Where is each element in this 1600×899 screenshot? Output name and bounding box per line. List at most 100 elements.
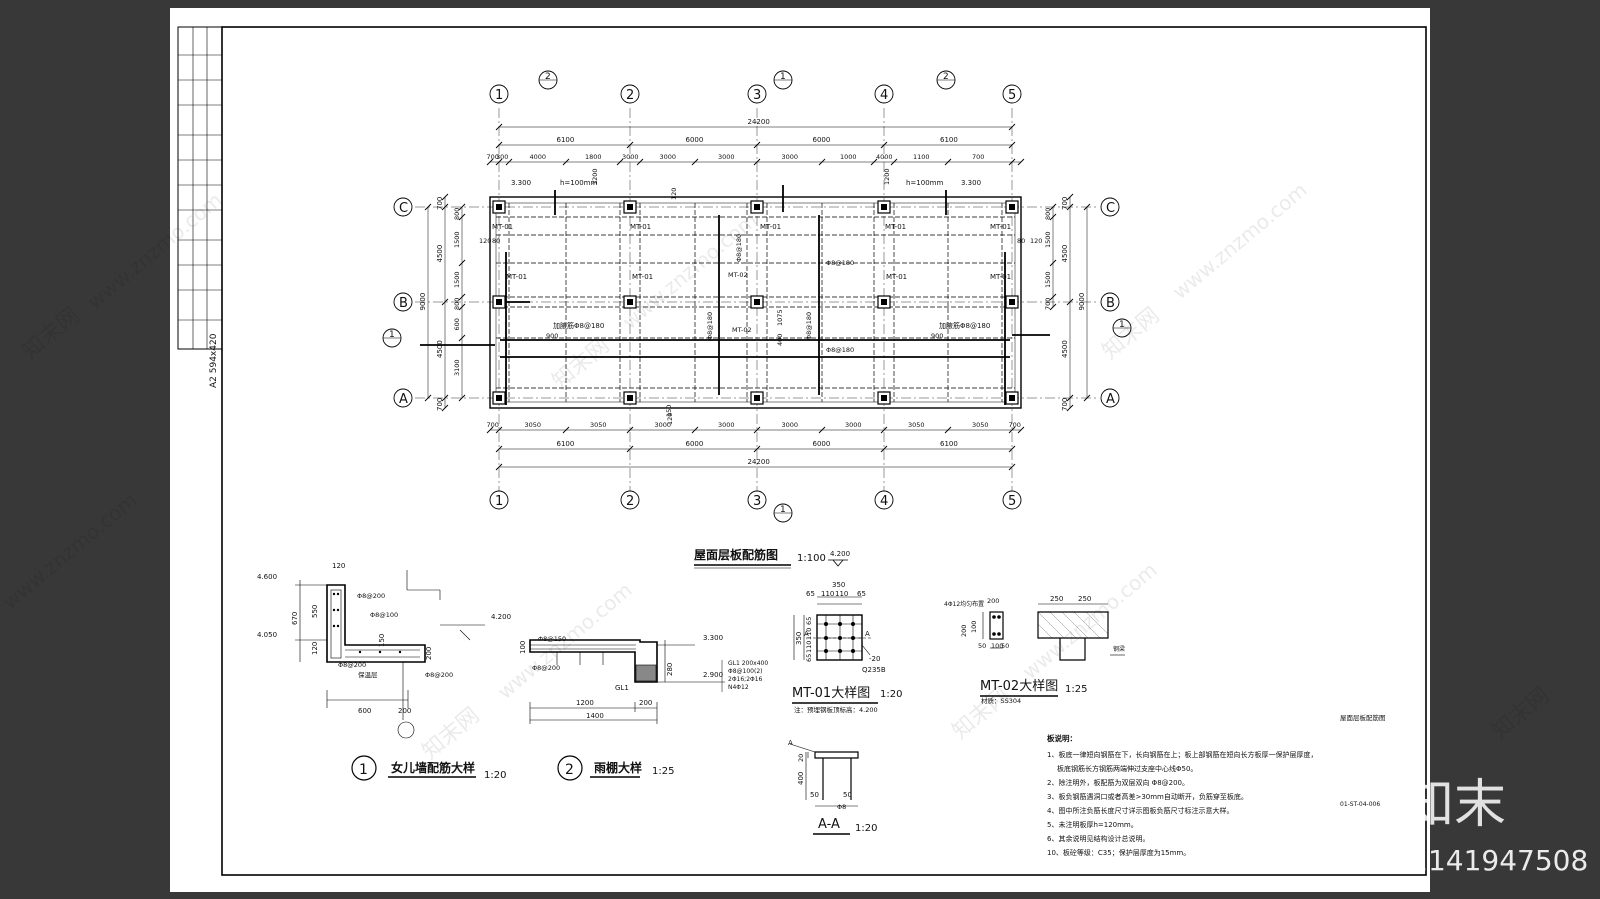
dim-top-sub-label: 3000 <box>718 153 735 161</box>
axis-label-row: A <box>1106 392 1115 407</box>
dim-bottom-bays-label: 6000 <box>686 440 704 448</box>
d1-title: 女儿墙配筋大样 <box>391 760 475 775</box>
section-marker-label: 1 <box>780 72 786 82</box>
mt-label-5: MT-01 <box>990 223 1011 231</box>
dim-top-bays-label: 6000 <box>813 136 831 144</box>
dim-bottom-sub-tick <box>944 426 952 434</box>
dim-top-sub-tick <box>890 158 898 166</box>
dim-right-bays-tick <box>1066 404 1074 412</box>
dim-bottom-sub-tick <box>495 426 503 434</box>
dim-left-total-tick <box>424 394 432 402</box>
dim-left-total-label: 9000 <box>419 293 427 311</box>
dim-bottom-sub-label: 3050 <box>908 421 925 429</box>
aa-scale: 1:20 <box>855 823 877 834</box>
sheet-code: 01-ST-04-006 <box>1340 801 1380 808</box>
elev-mark-right: 3.300 <box>961 179 981 187</box>
dim-bottom-sub-label: 700 <box>1009 421 1021 429</box>
dim-left-bays-tick <box>441 404 449 412</box>
axis-bubble-col <box>747 84 767 104</box>
mt01-dim-4: 110 <box>835 590 848 598</box>
axis-bubble-col <box>874 490 894 510</box>
dim-left-sub-label: 800 <box>453 298 461 310</box>
dim-top-sub-tick <box>1017 158 1025 166</box>
plan-title: 屋面层板配筋图 <box>694 547 778 562</box>
note-line-8: 10、板砼等级：C35；保护层厚度为15mm。 <box>1047 848 1190 857</box>
detail-section-aa: A 20 400 50 50 Φ8 A-A 1:20 <box>788 739 877 835</box>
d1-note-1: Φ8@200 <box>357 592 385 600</box>
sheet-paper <box>170 8 1430 892</box>
dim-top-sub-tick <box>753 158 761 166</box>
dim-right-sub-label: 1500 <box>1044 271 1052 288</box>
plan-linework <box>415 108 1096 492</box>
dim-left-total-tick <box>424 203 432 211</box>
paper-size-label: A2 594x420 <box>209 333 219 388</box>
dim-top-sub-tick <box>562 158 570 166</box>
mt01-dim-10: 350 <box>795 632 803 645</box>
plan-level: 4.200 <box>830 550 850 558</box>
dim-left-sub-label: 1500 <box>453 271 461 288</box>
dim-top-sub-label: 1800 <box>585 153 602 161</box>
d1-dim-7: 150 <box>378 634 386 647</box>
d1-note-4: Φ8@200 <box>425 671 453 679</box>
plan-title-block: 屋面层板配筋图 1:100 4.200 <box>694 547 850 569</box>
section-marker-label: 1 <box>1119 320 1125 330</box>
dim-bottom-sub-label: 3050 <box>972 421 989 429</box>
axis-bubble-row <box>393 388 413 408</box>
dim-bottom-sub-tick <box>1008 426 1016 434</box>
section-marker-label: 1 <box>389 330 395 340</box>
axis-bubble-col <box>1002 84 1022 104</box>
rebar-note-6: Φ8@180 <box>805 312 813 340</box>
detail-2-canopy: 3.300 2.900 1200 200 1400 100 280 Φ8@150… <box>519 634 768 781</box>
column-core-1a <box>496 395 502 401</box>
dim-top-total-label: 24200 <box>748 118 770 126</box>
d2-note-3: GL1 <box>615 684 629 692</box>
left-note-80: 80 <box>492 237 500 245</box>
dim-top-sub-label: 300 <box>496 153 508 161</box>
dim-bottom-bays-tick <box>1008 445 1016 453</box>
detail-mt02: 250 250 50 100 50 200 200 100 4Φ12均匀布置 钢… <box>944 595 1125 705</box>
dim-right-sub-tick <box>1049 259 1057 267</box>
d2-note-5: Φ8@100(2) <box>728 668 763 675</box>
note-line-5: 4、图中所注负筋长度尺寸详示图板负筋尺寸标注示意大样。 <box>1047 806 1233 815</box>
mt02-note-3: 材质：SS304 <box>981 696 1021 705</box>
d1-level-2: 4.050 <box>257 631 277 639</box>
rebar-note-7: Φ8@180 <box>735 234 743 262</box>
dim-bottom-bays-label: 6000 <box>813 440 831 448</box>
mt-label-10: MT-02 <box>728 271 748 279</box>
d2-note-2: Φ8@200 <box>532 664 560 672</box>
axis-bubble-col <box>489 84 509 104</box>
dim-top-bays-label: 6100 <box>940 136 958 144</box>
dim-left-sub-label: 800 <box>453 208 461 220</box>
dim-left-sub-tick <box>458 394 466 402</box>
axis-bubble-col <box>874 84 894 104</box>
dim-bottom-sub-label: 3000 <box>655 421 672 429</box>
dim-top-sub-label: 3000 <box>782 153 799 161</box>
dim-right-total-tick <box>1083 203 1091 211</box>
small-dim-7: 900 <box>931 332 943 340</box>
mt-label-9: MT-01 <box>990 273 1011 281</box>
dim-bottom-sub-label: 3050 <box>525 421 542 429</box>
d2-level-1: 3.300 <box>703 634 723 642</box>
dim-bottom-total-label: 24200 <box>748 458 770 466</box>
dim-right-bays-tick <box>1066 193 1074 201</box>
rebar-note-2: 加腋筋Φ8@180 <box>939 321 990 330</box>
axis-label-col: 5 <box>1008 494 1016 509</box>
aa-note-1: A <box>788 739 793 747</box>
general-notes: 板说明： 1、板底一律短向钢筋在下，长向钢筋在上；板上部钢筋在短向长方板厚一保护… <box>1047 713 1386 857</box>
axis-label-col: 1 <box>495 494 503 509</box>
dim-right-bays-label: 700 <box>1061 398 1069 411</box>
d1-dim-4: 120 <box>311 642 319 655</box>
small-dim-4: 120 <box>666 413 674 425</box>
dim-bottom-sub-tick <box>818 426 826 434</box>
note-line-2: 板底钢筋长方钢筋两端伸过支座中心线Φ50。 <box>1057 764 1197 773</box>
dim-left-sub-tick <box>458 203 466 211</box>
dim-top-sub-tick <box>818 158 826 166</box>
dim-right-sub-label: 700 <box>1044 298 1052 310</box>
aa-title: A-A <box>818 817 840 832</box>
right-note-80: 80 <box>1017 237 1025 245</box>
small-dim-1: 1200 <box>591 168 599 185</box>
d1-dim-6: 200 <box>398 707 411 715</box>
dim-left-bays-label: 700 <box>436 398 444 411</box>
mt02-note-2: 钢梁 <box>1113 645 1125 653</box>
